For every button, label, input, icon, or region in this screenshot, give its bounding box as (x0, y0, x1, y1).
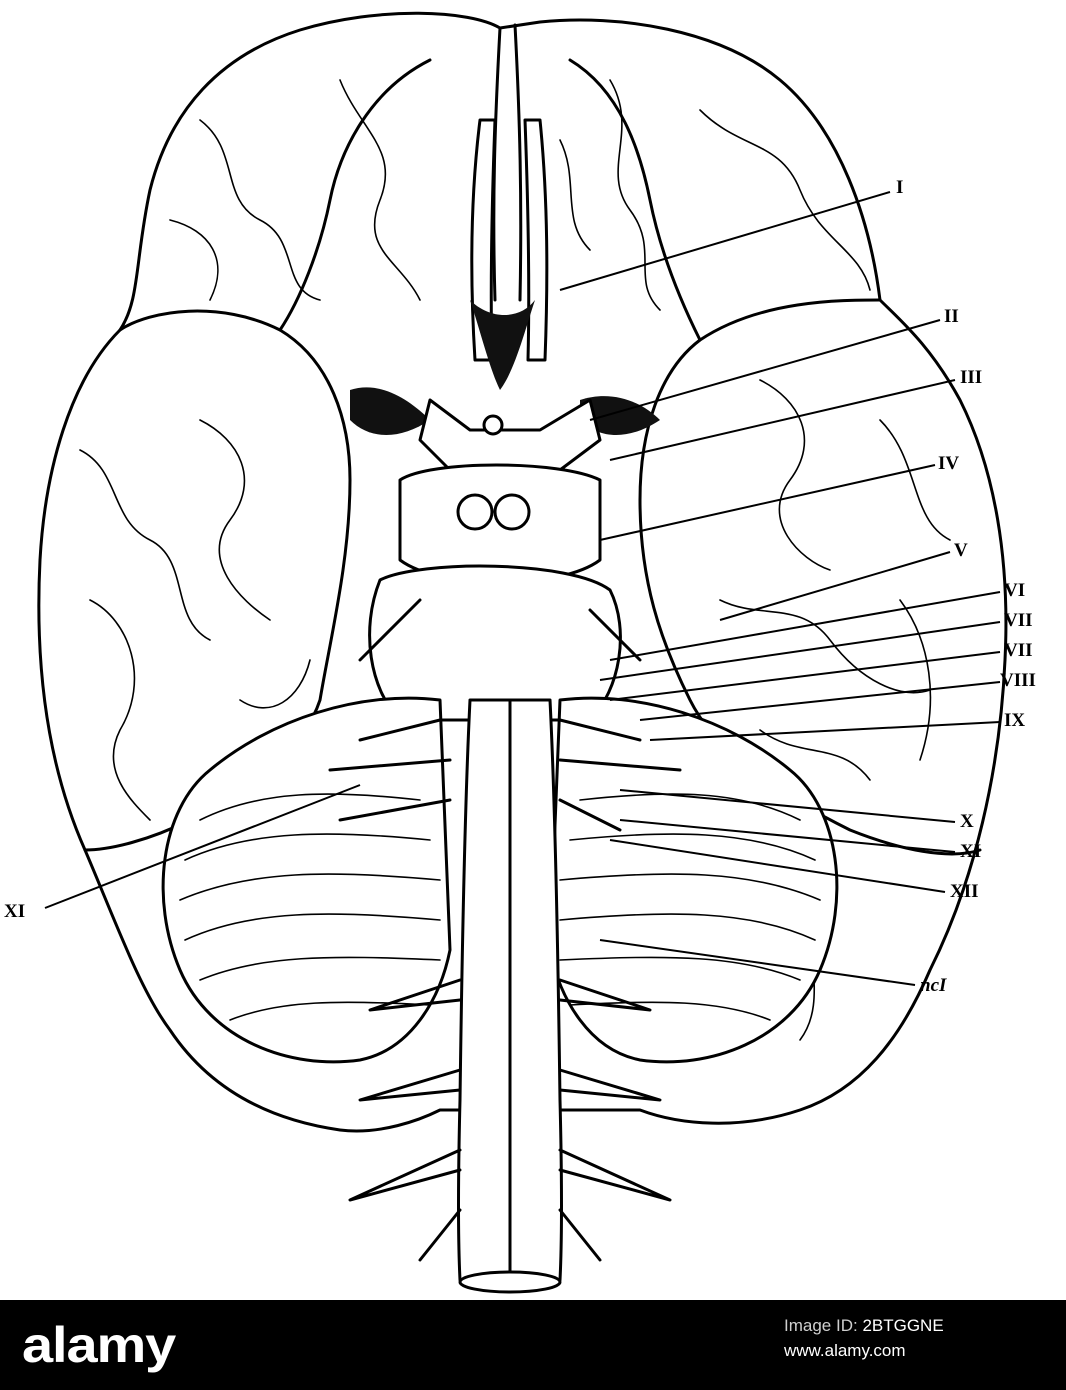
cranial-nerve-stubs (328, 598, 682, 832)
pons (368, 564, 622, 722)
label-XI-right: XI (960, 841, 981, 862)
label-XII: XII (950, 881, 979, 902)
image-id-row: Image ID: 2BTGGNE (784, 1314, 1044, 1338)
label-I: I (896, 177, 903, 198)
label-ncI: ncI (920, 975, 947, 996)
leader-lines (44, 191, 1001, 986)
spinal-nerve-roots (348, 978, 672, 1262)
mammillary-body-right (493, 493, 531, 531)
brain-drawing: I II III IV V VI VII VII VIII IX X XI XI… (4, 11, 1036, 1294)
label-X: X (960, 811, 974, 832)
label-VII-a: VII (1004, 610, 1033, 631)
label-VIII: VIII (1000, 670, 1036, 691)
shade-center (470, 300, 535, 390)
cerebellum-right (548, 696, 839, 1064)
image-id-value: 2BTGGNE (862, 1316, 944, 1335)
label-II: II (944, 306, 959, 327)
alamy-logo: alamy (22, 1317, 176, 1373)
label-IX: IX (1004, 710, 1025, 731)
label-XI-left: XI (4, 901, 25, 922)
olfactory-tract-right (523, 118, 549, 362)
shade-left (350, 387, 430, 435)
infundibulum (482, 414, 504, 436)
site-url: www.alamy.com (784, 1341, 906, 1360)
label-IV: IV (938, 453, 959, 474)
mammillary-body-left (456, 493, 494, 531)
brain-base-illustration: I II III IV V VI VII VII VIII IX X XI XI… (4, 11, 1036, 1294)
label-VII-b: VII (1004, 640, 1033, 661)
cord-cut-end (458, 1270, 562, 1294)
label-III: III (960, 367, 982, 388)
watermark-footer: alamy Image ID: 2BTGGNE www.alamy.com (0, 1300, 1066, 1390)
image-meta: Image ID: 2BTGGNE www.alamy.com (784, 1314, 1044, 1364)
image-id-label: Image ID: (784, 1316, 858, 1335)
cerebellum-left (161, 696, 452, 1064)
frontal-lobes (278, 58, 702, 342)
label-VI: VI (1004, 580, 1025, 601)
right-temporal-lobe (638, 298, 982, 856)
label-V: V (954, 540, 968, 561)
cerebellum-folia (179, 793, 821, 1021)
